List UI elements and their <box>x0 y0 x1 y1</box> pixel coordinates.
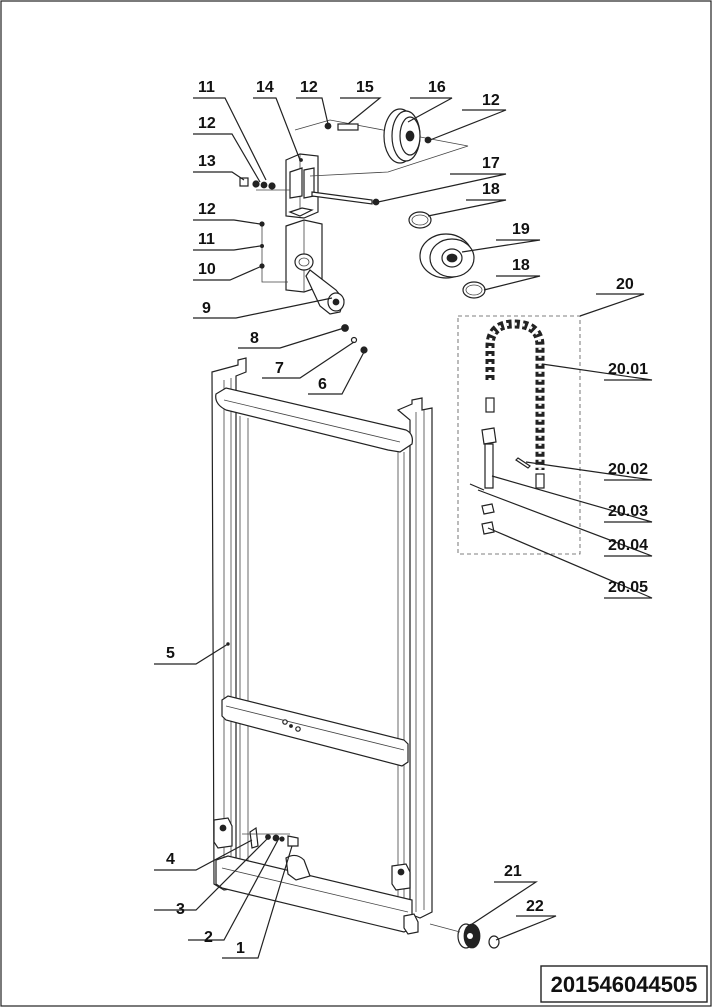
callout-label: 18 <box>482 181 500 198</box>
callout-label: 2 <box>204 929 213 946</box>
callout-label: 12 <box>482 92 500 109</box>
document-code-box: 201546044505 <box>540 965 708 1003</box>
callout-label: 7 <box>275 360 284 377</box>
callout-label: 14 <box>256 79 274 96</box>
sheave-head-assembly <box>239 108 486 354</box>
callout-label: 12 <box>198 201 216 218</box>
bottom-fasteners <box>242 826 500 949</box>
leader-lines <box>154 97 653 959</box>
callout-label: 16 <box>428 79 446 96</box>
callout-label: 12 <box>300 79 318 96</box>
callout-label: 12 <box>198 115 216 132</box>
callout-label: 20.03 <box>608 503 648 520</box>
callout-label: 20.05 <box>608 579 648 596</box>
callout-label: 1 <box>236 940 245 957</box>
callout-label: 20.01 <box>608 361 648 378</box>
callout-label: 9 <box>202 300 211 317</box>
callout-label: 20.04 <box>608 537 648 554</box>
callout-label: 3 <box>176 901 185 918</box>
callout-label: 20 <box>616 276 634 293</box>
callout-label: 5 <box>166 645 175 662</box>
callout-label: 4 <box>166 851 175 868</box>
callout-label: 19 <box>512 221 530 238</box>
chain-kit <box>457 315 581 555</box>
callout-label: 17 <box>482 155 500 172</box>
callout-label: 10 <box>198 261 216 278</box>
mast-frame <box>211 357 433 935</box>
callout-label: 22 <box>526 898 544 915</box>
callout-label: 8 <box>250 330 259 347</box>
callout-label: 11 <box>198 79 215 96</box>
callout-label: 20.02 <box>608 461 648 478</box>
callout-label: 6 <box>318 376 327 393</box>
callout-label: 11 <box>198 231 215 248</box>
callout-label: 18 <box>512 257 530 274</box>
callout-label: 21 <box>504 863 522 880</box>
callout-labels: 11 14 12 15 16 12 12 13 17 18 12 19 11 1… <box>166 79 648 957</box>
document-code: 201546044505 <box>551 972 698 997</box>
callout-label: 13 <box>198 153 216 170</box>
callout-label: 15 <box>356 79 374 96</box>
